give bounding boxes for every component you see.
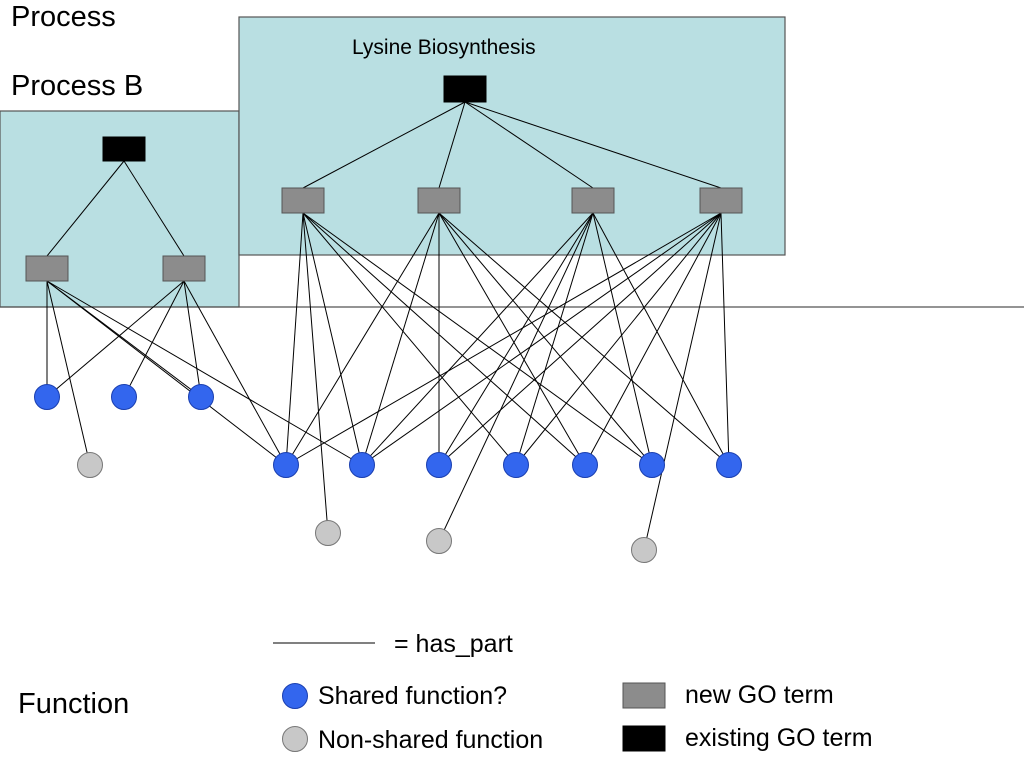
has-part-edge	[464, 101, 722, 189]
has-part-edge	[123, 160, 185, 257]
legend-non-shared-label: Non-shared function	[318, 726, 544, 754]
shared-function-node	[34, 384, 60, 410]
has-part-edge	[464, 101, 594, 189]
nodes	[25, 75, 743, 563]
non-shared-function-node	[77, 452, 103, 478]
new-go-term-node	[417, 187, 461, 214]
has-part-edge	[361, 212, 722, 466]
has-part-edge	[46, 280, 287, 466]
non-shared-function-node	[426, 528, 452, 554]
legend-has-part-label: = has_part	[394, 630, 513, 658]
has-part-edge	[720, 212, 730, 466]
legend-shared-label: Shared function?	[318, 682, 508, 710]
has-part-edge	[302, 212, 329, 534]
new-go-term-node	[281, 187, 325, 214]
legend-new-go-label: new GO term	[685, 681, 834, 709]
has-part-edge	[46, 280, 363, 466]
has-part-edge	[438, 212, 730, 466]
legend-non-shared-swatch	[282, 726, 308, 752]
has-part-edge	[46, 280, 185, 398]
has-part-edge	[46, 160, 125, 257]
has-part-edge	[643, 212, 722, 551]
legend-shared-swatch	[282, 683, 308, 709]
process-b-label: Process B	[11, 70, 144, 102]
has-part-edge	[302, 212, 586, 466]
shared-function-node	[716, 452, 742, 478]
has-part-edge	[438, 212, 653, 466]
legend-shapes	[273, 642, 666, 752]
shared-function-node	[273, 452, 299, 478]
has-part-edge	[361, 212, 440, 466]
has-part-edges	[46, 101, 730, 551]
has-part-edge	[285, 212, 304, 466]
function-label: Function	[18, 688, 130, 720]
legend-new-go-swatch	[622, 682, 666, 709]
has-part-edge	[46, 280, 91, 466]
non-shared-function-node	[315, 520, 341, 546]
new-go-term-node	[571, 187, 615, 214]
non-shared-function-node	[631, 537, 657, 563]
has-part-edge	[584, 212, 722, 466]
has-part-edge	[438, 212, 586, 466]
shared-function-node	[572, 452, 598, 478]
shared-function-node	[111, 384, 137, 410]
has-part-edge	[438, 212, 594, 542]
existing-go-term-node	[102, 136, 146, 162]
shared-function-node	[426, 452, 452, 478]
has-part-edge	[285, 212, 440, 466]
has-part-edge	[285, 212, 722, 466]
has-part-edge	[592, 212, 730, 466]
lysine-biosynthesis-panel	[238, 16, 786, 256]
process-a-label: Process	[11, 1, 116, 33]
legend-existing-go-swatch	[622, 725, 666, 752]
has-part-edge	[592, 212, 653, 466]
has-part-edge	[302, 212, 363, 466]
has-part-edge	[438, 212, 594, 466]
shared-function-node	[639, 452, 665, 478]
shared-function-node	[503, 452, 529, 478]
lysine-biosynthesis-label: Lysine Biosynthesis	[352, 36, 536, 59]
has-part-edge	[302, 212, 517, 466]
has-part-edge	[438, 101, 466, 189]
has-part-edge	[183, 280, 202, 398]
has-part-edge	[302, 101, 466, 189]
existing-go-term-node	[443, 75, 487, 103]
has-part-edge	[515, 212, 722, 466]
shared-function-node	[188, 384, 214, 410]
new-go-term-node	[699, 187, 743, 214]
shared-function-node	[349, 452, 375, 478]
has-part-edge	[183, 280, 287, 466]
new-go-term-node	[162, 255, 206, 282]
new-go-term-node	[25, 255, 69, 282]
has-part-edge	[438, 212, 722, 466]
legend-existing-go-label: existing GO term	[685, 724, 873, 752]
has-part-edge	[123, 280, 185, 398]
has-part-edge	[361, 212, 594, 466]
has-part-edge	[515, 212, 594, 466]
